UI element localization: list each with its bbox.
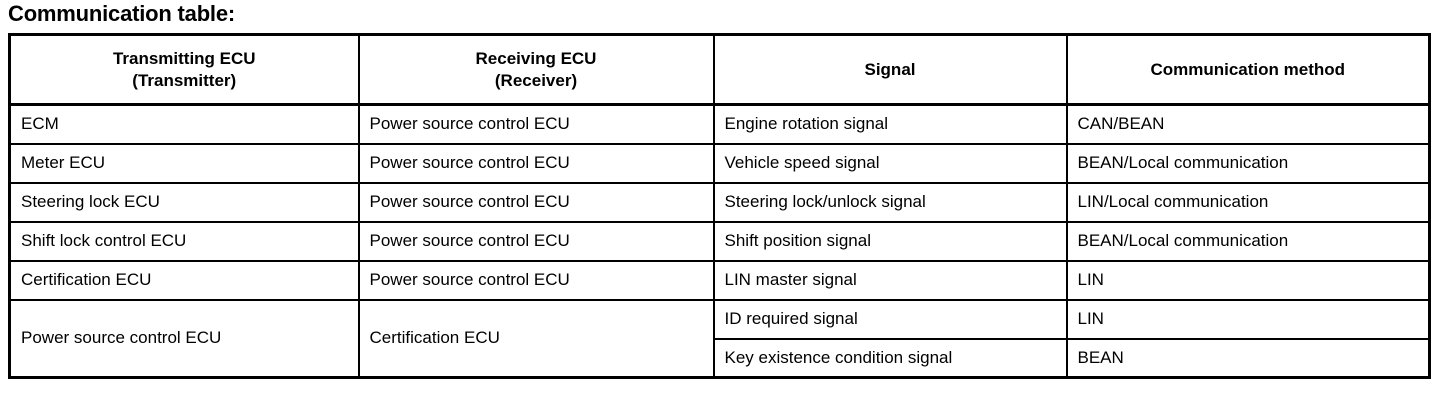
cell-transmitter: Certification ECU [8, 259, 360, 301]
cell-method: LIN [1065, 259, 1431, 301]
table-row: Key existence condition signal BEAN [10, 337, 1431, 379]
cell-signal: LIN master signal [712, 259, 1068, 301]
table-row: Shift lock control ECU Power source cont… [8, 220, 1431, 262]
cell-receiver: Power source control ECU [357, 181, 715, 223]
column-header-transmitting-ecu: Transmitting ECU (Transmitter) [8, 33, 360, 106]
cell-receiver: Power source control ECU [357, 142, 715, 184]
cell-transmitter: Power source control ECU [8, 298, 360, 379]
cell-signal: ID required signal [712, 298, 1068, 340]
table-body: ECM Power source control ECU Engine rota… [8, 103, 1431, 379]
cell-signal: Key existence condition signal [712, 337, 1068, 379]
cell-signal: Engine rotation signal [712, 103, 1068, 145]
table-row: ECM Power source control ECU Engine rota… [8, 103, 1431, 145]
cell-transmitter: Shift lock control ECU [8, 220, 360, 262]
column-header-communication-method: Communication method [1065, 33, 1431, 106]
cell-transmitter: Steering lock ECU [8, 181, 360, 223]
cell-receiver: Power source control ECU [357, 220, 715, 262]
column-header-signal-line1: Signal [864, 59, 916, 79]
cell-method: LIN [1065, 298, 1431, 340]
page-title: Communication table: [8, 1, 236, 26]
cell-transmitter: ECM [8, 103, 360, 145]
table-row: Steering lock ECU Power source control E… [8, 181, 1431, 223]
cell-method: CAN/BEAN [1065, 103, 1431, 145]
communication-table: Transmitting ECU (Transmitter) Receiving… [8, 33, 1431, 379]
column-header-signal: Signal [712, 33, 1068, 106]
cell-method: BEAN [1065, 337, 1431, 379]
column-header-communication-method-line1: Communication method [1150, 59, 1346, 79]
table-header: Transmitting ECU (Transmitter) Receiving… [8, 33, 1431, 106]
column-header-receiving-ecu-line1: Receiving ECU [475, 48, 597, 68]
cell-method: LIN/Local communication [1065, 181, 1431, 223]
cell-method: BEAN/Local communication [1065, 142, 1431, 184]
table-row: Power source control ECU Certification E… [8, 298, 1431, 379]
cell-signal: Steering lock/unlock signal [712, 181, 1068, 223]
cell-receiver: Power source control ECU [357, 259, 715, 301]
table-row: Meter ECU Power source control ECU Vehic… [8, 142, 1431, 184]
column-header-receiving-ecu: Receiving ECU (Receiver) [357, 33, 715, 106]
table-row: Certification ECU Power source control E… [8, 259, 1431, 301]
cell-signal: Shift position signal [712, 220, 1068, 262]
column-header-transmitting-ecu-line1: Transmitting ECU [112, 48, 256, 68]
cell-receiver: Power source control ECU [357, 103, 715, 145]
communication-table-container: Transmitting ECU (Transmitter) Receiving… [8, 33, 1431, 379]
cell-signal: Vehicle speed signal [712, 142, 1068, 184]
column-header-transmitting-ecu-line2: (Transmitter) [132, 70, 237, 90]
column-header-receiving-ecu-line2: (Receiver) [494, 70, 578, 90]
cell-transmitter: Meter ECU [8, 142, 360, 184]
cell-receiver: Certification ECU [357, 298, 715, 379]
table-header-row: Transmitting ECU (Transmitter) Receiving… [8, 33, 1431, 106]
cell-method: BEAN/Local communication [1065, 220, 1431, 262]
